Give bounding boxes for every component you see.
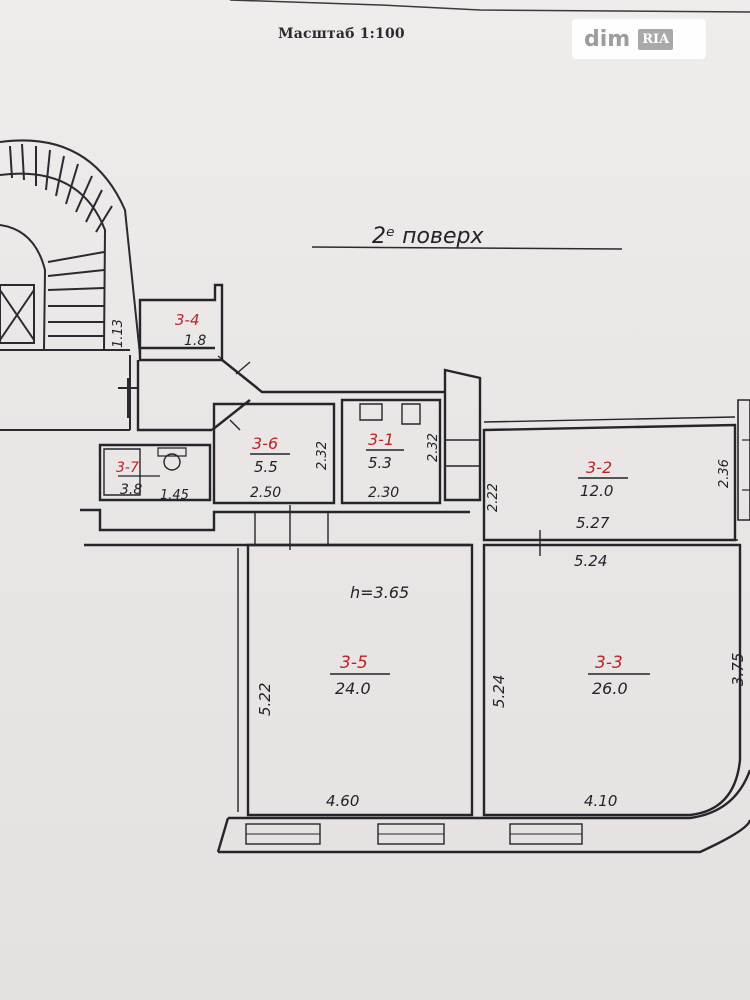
floor-label-underline bbox=[311, 246, 623, 250]
room-area: 26.0 bbox=[592, 679, 628, 698]
room-labels: 3-4 1.8 3-6 5.5 3-1 5.3 3-2 12.0 3-7 3.8… bbox=[116, 311, 650, 698]
dimension: 1.13 bbox=[111, 319, 126, 348]
room-id: 3-2 bbox=[586, 458, 612, 477]
room-area: 5.5 bbox=[254, 458, 278, 476]
dimension: 2.36 bbox=[717, 459, 732, 488]
room-id: 3-4 bbox=[175, 311, 200, 329]
dimension: 2.30 bbox=[368, 485, 399, 501]
dimension: 2.22 bbox=[486, 483, 501, 512]
staircase bbox=[0, 139, 141, 431]
room-area: 1.8 bbox=[184, 333, 206, 349]
room-id: 3-7 bbox=[116, 460, 139, 476]
room-area: 3.8 bbox=[120, 482, 142, 498]
dimension: 4.60 bbox=[326, 792, 359, 810]
dimension: 5.24 bbox=[490, 675, 508, 708]
watermark-brand: dim bbox=[584, 26, 631, 52]
watermark-badge: RIA bbox=[638, 28, 674, 50]
room-id: 3-6 bbox=[252, 434, 278, 453]
dimension: 2.32 bbox=[426, 433, 441, 462]
room-area: 24.0 bbox=[335, 679, 371, 698]
room-area: 5.3 bbox=[368, 454, 392, 472]
dimension: 1.45 bbox=[160, 488, 189, 503]
dimension: 4.10 bbox=[584, 792, 617, 810]
dimension: 2.50 bbox=[250, 485, 281, 501]
dimension: 3.75 bbox=[729, 653, 747, 686]
dimension: 5.27 bbox=[576, 514, 610, 532]
dimension-labels: 1.13 2.32 2.32 2.22 2.36 1.45 2.50 2.30 … bbox=[111, 319, 747, 810]
room-id: 3-1 bbox=[368, 430, 394, 449]
room-id: 3-5 bbox=[340, 653, 368, 673]
walls bbox=[80, 283, 750, 854]
dim-ria-watermark: dim RIA bbox=[572, 19, 706, 59]
floor-label: 2ᵉ поверх bbox=[372, 224, 484, 249]
room-area: 12.0 bbox=[580, 482, 613, 500]
dimension: 2.32 bbox=[315, 441, 330, 470]
dimension: 5.22 bbox=[256, 683, 274, 716]
dimension: 5.24 bbox=[574, 552, 607, 570]
room-id: 3-3 bbox=[595, 653, 623, 673]
scale-label: Масштаб 1:100 bbox=[278, 26, 405, 42]
ceiling-height-note: h=3.65 bbox=[350, 583, 409, 602]
